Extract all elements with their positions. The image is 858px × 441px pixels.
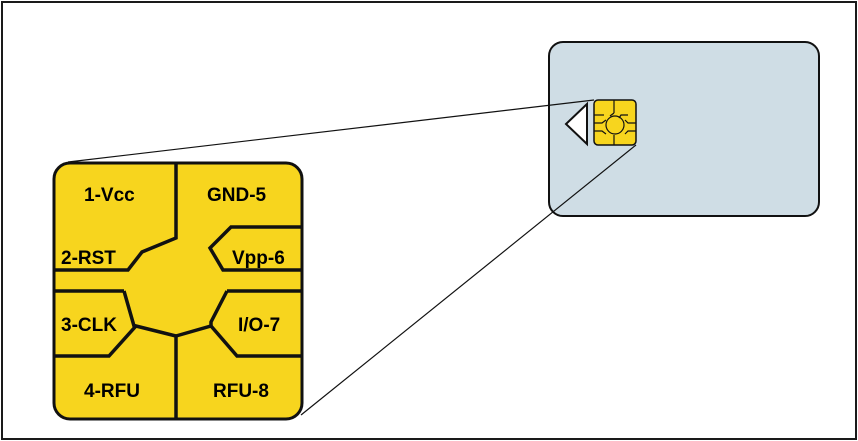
pin-label-clk: 3-CLK xyxy=(61,315,117,336)
zoom-line-top xyxy=(67,99,595,163)
pin-label-vcc: 1-Vcc xyxy=(84,185,135,206)
chip-contact-dividers xyxy=(54,163,302,419)
pin-label-io: I/O-7 xyxy=(238,315,280,336)
pin-label-gnd: GND-5 xyxy=(207,185,267,206)
small-chip-icon xyxy=(593,99,637,146)
insertion-arrow-icon xyxy=(564,101,588,147)
enlarged-chip: 1-Vcc GND-5 2-RST Vpp-6 3-CLK I/O-7 4-RF… xyxy=(52,161,304,421)
pin-label-vpp: Vpp-6 xyxy=(232,248,285,269)
pin-label-rst: 2-RST xyxy=(61,248,116,269)
pin-label-rfu4: 4-RFU xyxy=(84,381,140,402)
smart-card xyxy=(548,41,820,217)
zoom-line-bottom xyxy=(300,144,637,416)
pin-label-rfu8: RFU-8 xyxy=(213,381,269,402)
